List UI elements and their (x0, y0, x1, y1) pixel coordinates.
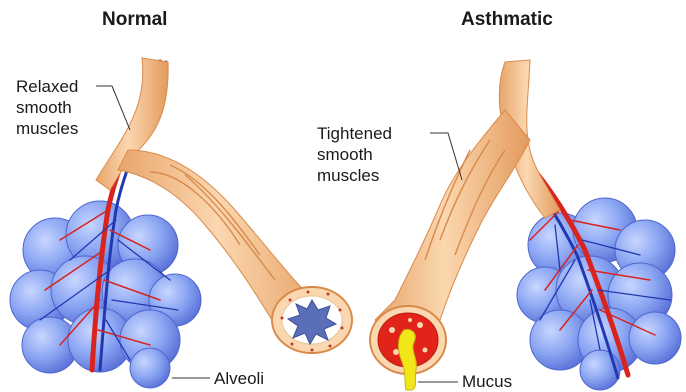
tightened-label-line-3: muscles (317, 165, 392, 186)
relaxed-muscles-leader (96, 86, 130, 130)
normal-airway-cross-section (272, 287, 352, 353)
alveoli-label: Alveoli (214, 368, 264, 389)
tightened-label-line-2: smooth (317, 144, 392, 165)
mucus-label: Mucus (462, 371, 512, 392)
relaxed-smooth-muscles-label: Relaxed smooth muscles (16, 76, 78, 139)
relaxed-label-line-1: Relaxed (16, 76, 78, 97)
asthmatic-title: Asthmatic (461, 9, 553, 31)
relaxed-label-line-2: smooth (16, 97, 78, 118)
normal-title: Normal (102, 9, 167, 31)
asthmatic-airway-cross-section (370, 306, 446, 390)
mucus-plug (399, 330, 417, 390)
relaxed-label-line-3: muscles (16, 118, 78, 139)
tightened-smooth-muscles-label: Tightened smooth muscles (317, 123, 392, 186)
tightened-label-line-1: Tightened (317, 123, 392, 144)
asthmatic-airway-group (370, 60, 681, 390)
